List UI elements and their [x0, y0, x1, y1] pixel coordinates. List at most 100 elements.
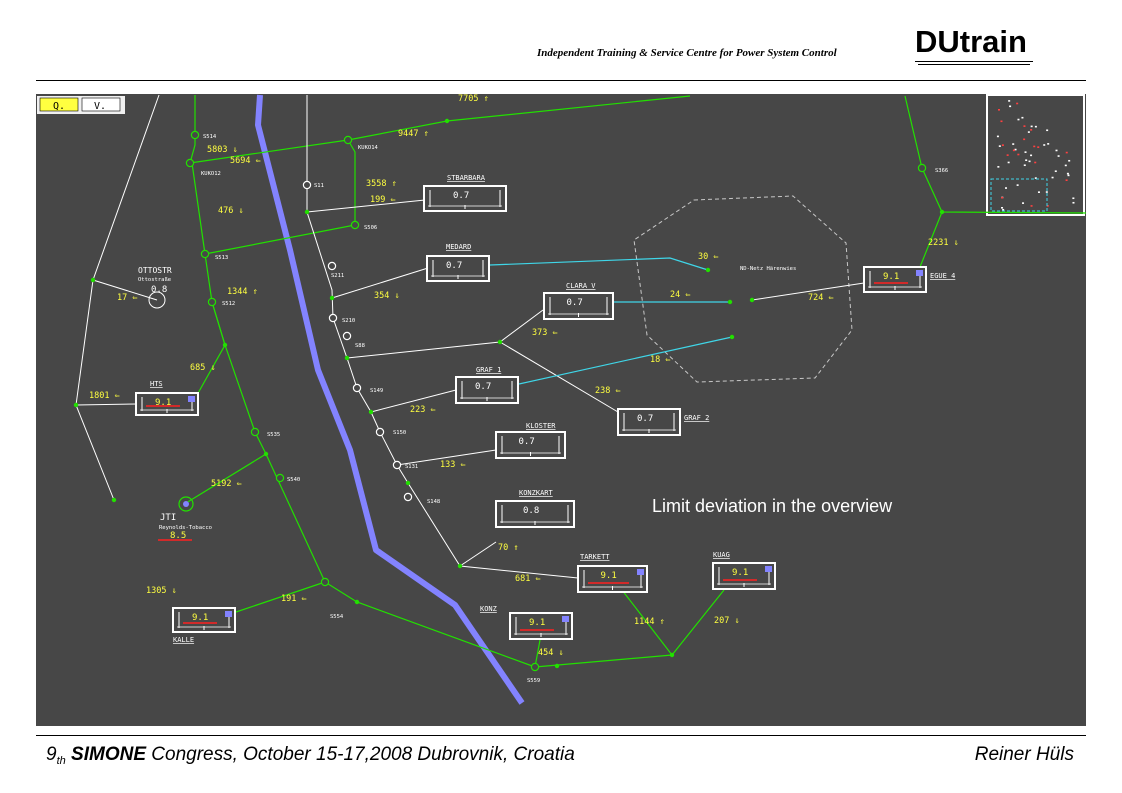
flow-label: 1344 ⇑ — [227, 287, 258, 297]
node-label: S512 — [222, 301, 235, 307]
busbar-node[interactable] — [342, 331, 352, 341]
flow-label: 5694 ⇐ — [230, 156, 261, 166]
junction-dot — [344, 355, 350, 361]
substation-value: 0.7 — [475, 382, 491, 392]
substation-name: STBARBARA — [447, 174, 486, 182]
junction-dot — [263, 451, 269, 457]
junction-dot — [304, 209, 310, 215]
minimap-point — [1002, 208, 1005, 211]
minimap-point — [1027, 131, 1030, 133]
minimap-point — [1030, 125, 1033, 128]
minimap-point — [1024, 151, 1027, 153]
customer-ottostr[interactable]: OTTOSTR Ottostraße 0.8 — [138, 266, 172, 309]
busbar-node[interactable] — [350, 220, 360, 230]
network-diagram[interactable]: Q. V. — [36, 94, 1086, 726]
v-mode-button[interactable] — [81, 97, 121, 112]
busbar-node[interactable] — [917, 163, 927, 173]
minimap-point — [1009, 105, 1012, 108]
jti-value: 8.5 — [170, 531, 186, 541]
junction-dot — [729, 334, 735, 340]
minimap-point — [1033, 145, 1036, 148]
scada-network-display[interactable]: Q. V. — [36, 94, 1086, 726]
busbar-node[interactable] — [530, 662, 540, 672]
junction-dot — [354, 599, 360, 605]
flow-label: 681 ⇐ — [515, 574, 541, 584]
ottostr-value: 0.8 — [151, 285, 167, 295]
busbar-node[interactable] — [207, 297, 217, 307]
minimap-point — [1055, 149, 1058, 152]
q-mode-button[interactable] — [39, 97, 79, 112]
minimap-viewport[interactable] — [990, 178, 1048, 212]
busbar-node[interactable] — [392, 460, 402, 470]
minimap-point — [1067, 174, 1070, 177]
busbar-node[interactable] — [403, 492, 413, 502]
junction-dot — [457, 563, 463, 569]
flow-label: 5803 ⇓ — [207, 145, 238, 155]
busbar-node[interactable] — [328, 313, 338, 323]
substation-value: 9.1 — [192, 613, 208, 623]
busbar-node[interactable] — [343, 135, 353, 145]
junction-dot — [727, 299, 733, 305]
footer-rule — [36, 735, 1086, 736]
minimap-point — [1000, 120, 1003, 123]
busbar-node[interactable] — [352, 383, 362, 393]
node-label: KUKO14 — [358, 145, 379, 151]
flow-label: 5192 ⇐ — [211, 479, 242, 489]
busbar-node[interactable] — [250, 427, 260, 437]
minimap-point — [1016, 184, 1019, 186]
minimap-point — [1037, 191, 1040, 193]
busbar-node[interactable] — [190, 130, 200, 140]
busbar-node[interactable] — [200, 249, 210, 259]
busbar-node[interactable] — [375, 427, 385, 437]
minimap-point — [1022, 202, 1025, 204]
busbar-node[interactable] — [302, 180, 312, 190]
substation-value: 0.8 — [523, 506, 539, 516]
minimap-point — [1028, 160, 1031, 163]
busbar-node[interactable] — [185, 158, 195, 168]
minimap-point — [1014, 148, 1017, 151]
flow-label: 1305 ⇓ — [146, 586, 177, 596]
minimap-point — [1054, 170, 1057, 173]
violation-flag-icon — [562, 616, 569, 622]
substation-frame — [495, 431, 566, 459]
flow-label: 7705 ⇑ — [458, 94, 489, 104]
overview-minimap[interactable] — [986, 94, 1085, 216]
busbar-node[interactable] — [327, 261, 337, 271]
node-label: S540 — [287, 477, 300, 483]
flow-label: 3558 ⇑ — [366, 179, 397, 189]
flow-label: 354 ⇓ — [374, 291, 400, 301]
minimap-point — [1030, 154, 1033, 157]
flow-label: 207 ⇓ — [714, 616, 740, 626]
node-label: S11 — [314, 183, 324, 189]
minimap-point — [1034, 177, 1037, 179]
substation-name: KUAG — [713, 551, 730, 559]
customer-jti[interactable]: JTI Reynolds-Tobacco 8.5 — [158, 496, 212, 541]
substation-name: KONZ — [480, 605, 497, 613]
footer-event: 9th SIMONE Congress, October 15-17,2008 … — [46, 744, 575, 767]
footer-author: Reiner Hüls — [974, 744, 1074, 765]
minimap-point — [1047, 143, 1050, 145]
substation-value: 0.7 — [567, 298, 583, 308]
jti-name: JTI — [160, 513, 176, 523]
view-toolbar: Q. V. — [37, 96, 125, 114]
junction-dot — [939, 209, 945, 215]
busbar-node[interactable] — [275, 473, 285, 483]
node-label: S506 — [364, 225, 377, 231]
flow-label: 9447 ⇑ — [398, 129, 429, 139]
busbar-node[interactable] — [320, 577, 330, 587]
node-label: S366 — [935, 168, 948, 174]
substation-value: 0.7 — [637, 414, 653, 424]
